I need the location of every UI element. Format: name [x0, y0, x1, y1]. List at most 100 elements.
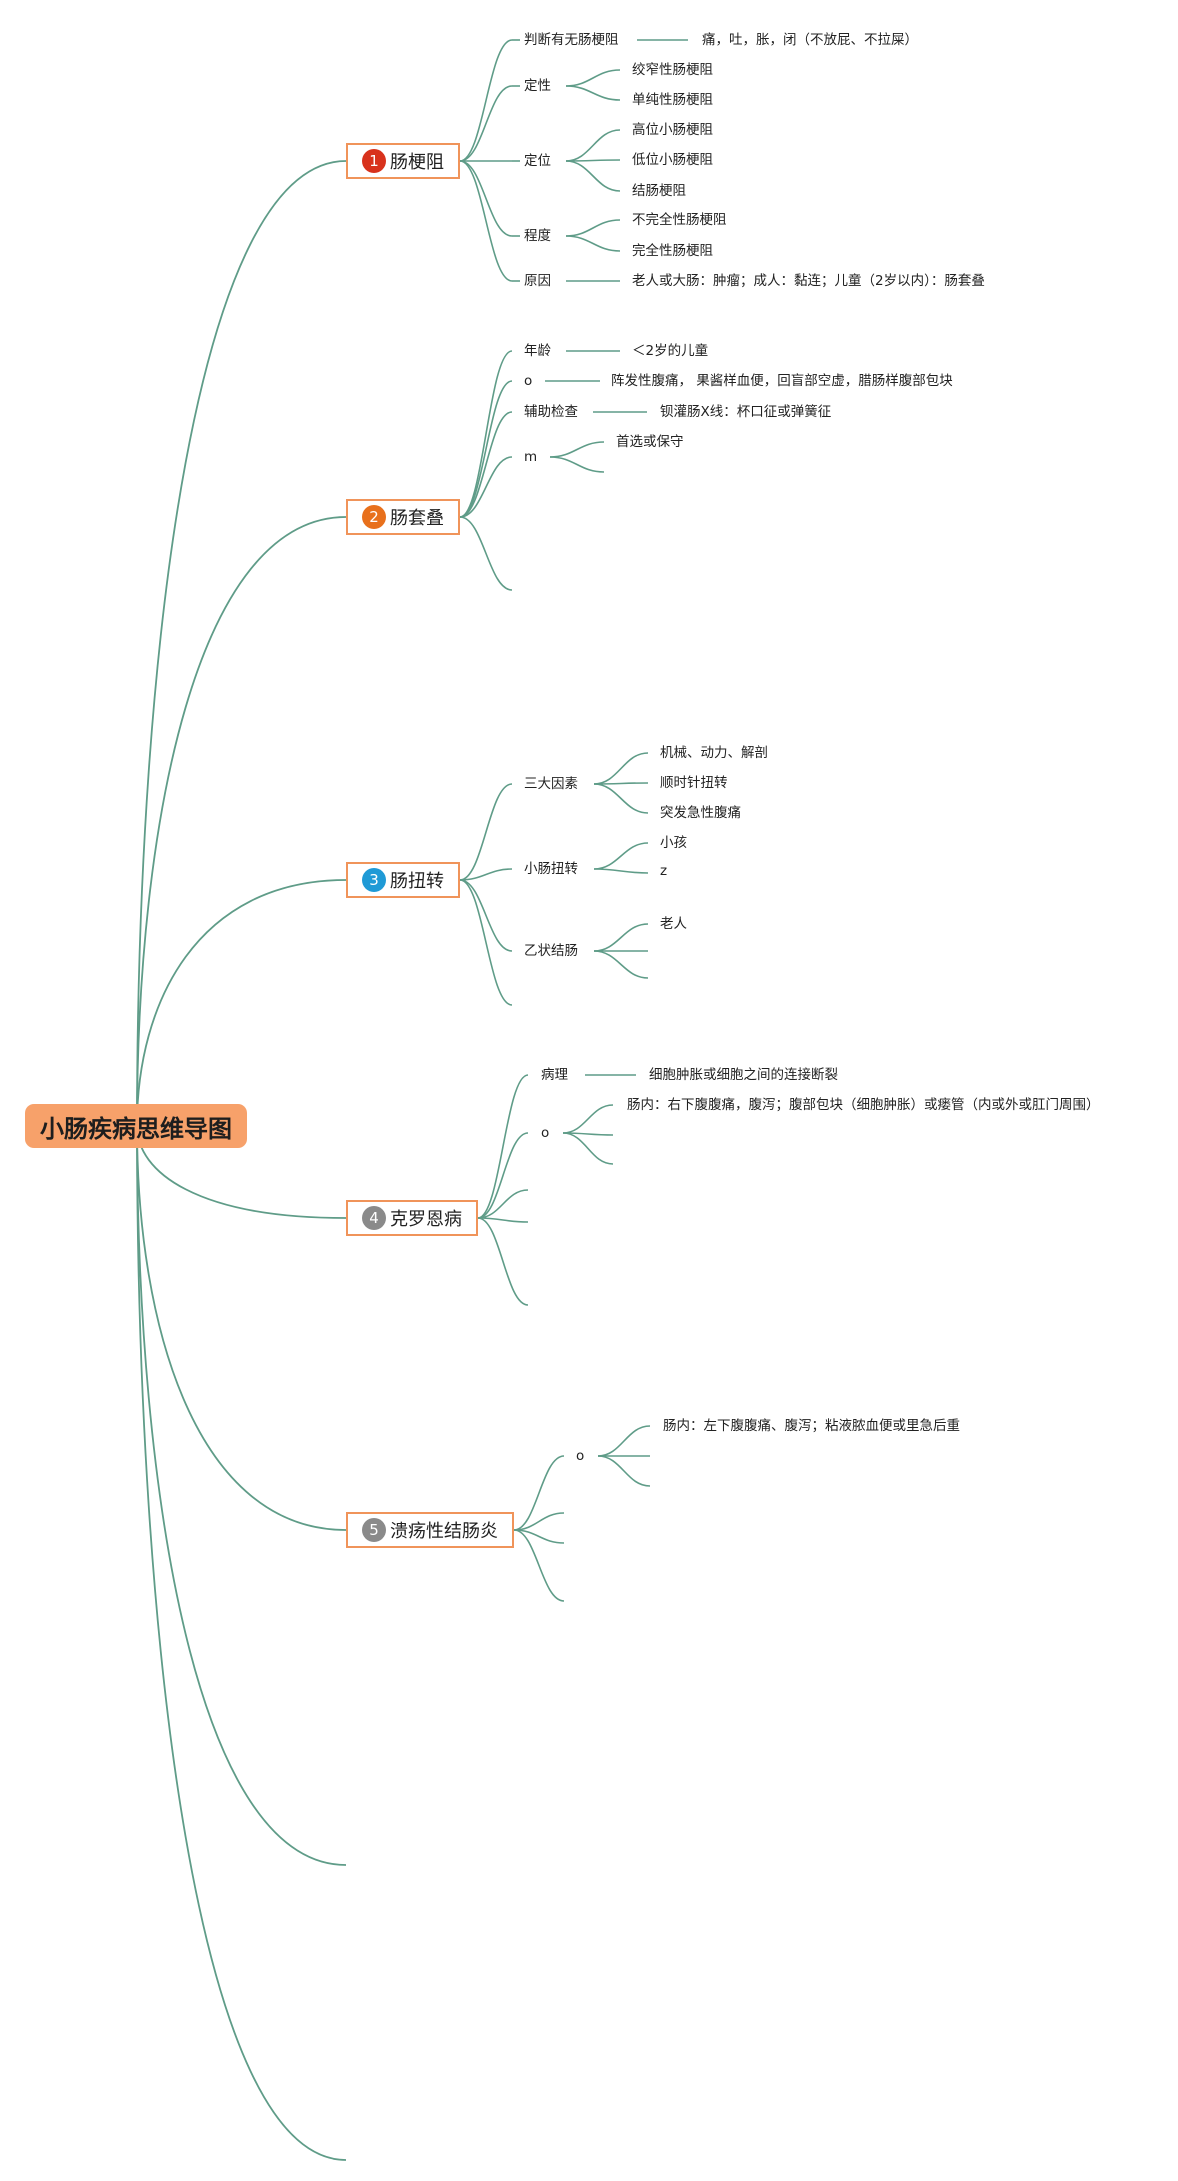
topic-title: 克罗恩病	[390, 1209, 462, 1230]
root-topic[interactable]: 小肠疾病思维导图	[25, 1104, 247, 1148]
leaf-label[interactable]: 小孩	[660, 835, 687, 851]
number-badge-icon: 1	[362, 149, 386, 173]
subtopic-label[interactable]: 原因	[524, 273, 551, 289]
branch-line	[477, 1217, 529, 1306]
leaf-label[interactable]: 低位小肠梗阻	[632, 152, 713, 168]
subtopic-label[interactable]: 定位	[524, 153, 551, 169]
branch-line	[459, 39, 513, 162]
branch-line	[459, 411, 513, 518]
leaf-label[interactable]: ＜2岁的儿童	[632, 343, 709, 359]
connector-line	[593, 782, 649, 785]
leaf-label[interactable]: 老人	[660, 916, 687, 932]
leaf-label[interactable]: 首选或保守	[616, 434, 684, 450]
subtopic-label[interactable]: 程度	[524, 228, 551, 244]
connector-line	[593, 868, 649, 874]
topic-1[interactable]: 1 肠梗阻	[346, 143, 460, 179]
connector-line	[593, 950, 649, 979]
subtopic-label[interactable]: o	[541, 1125, 550, 1141]
subtopic-label[interactable]: 三大因素	[524, 776, 578, 792]
leaf-label[interactable]: 单纯性肠梗阻	[632, 92, 713, 108]
connector-line	[593, 752, 649, 785]
leaf-label[interactable]: 高位小肠梗阻	[632, 122, 713, 138]
connector-line	[562, 1132, 614, 1165]
connector-line	[565, 219, 621, 237]
branch-line	[477, 1132, 529, 1219]
branch-line	[459, 783, 513, 881]
leaf-label[interactable]: 钡灌肠X线：杯口征或弹簧征	[660, 404, 832, 420]
leaf-label[interactable]: 不完全性肠梗阻	[632, 212, 727, 228]
root-branch-line	[136, 1125, 347, 1866]
branch-line	[459, 85, 513, 162]
number-badge-icon: 2	[362, 505, 386, 529]
branch-line	[459, 160, 513, 237]
topic-title: 肠套叠	[390, 508, 444, 529]
subtopic-label[interactable]: o	[576, 1448, 585, 1464]
branch-line	[459, 350, 513, 518]
subtopic-label[interactable]: m	[524, 449, 538, 465]
connector-line	[549, 441, 605, 458]
branch-line	[459, 456, 513, 518]
connector-line	[565, 159, 621, 162]
branch-line	[513, 1455, 565, 1531]
root-branch-line	[136, 1125, 347, 1531]
leaf-label[interactable]: z	[660, 863, 668, 879]
topic-title: 肠梗阻	[390, 152, 444, 173]
branch-line	[459, 879, 513, 952]
leaf-label[interactable]: 突发急性腹痛	[660, 805, 741, 821]
number-badge-icon: 4	[362, 1206, 386, 1230]
leaf-label[interactable]: 机械、动力、解剖	[660, 745, 768, 761]
connector-line	[565, 129, 621, 162]
leaf-label[interactable]: 顺时针扭转	[660, 775, 728, 791]
connector-line	[562, 1104, 614, 1134]
root-branch-line	[136, 879, 347, 1127]
topic-title: 溃疡性结肠炎	[390, 1521, 498, 1542]
number-badge-icon: 5	[362, 1518, 386, 1542]
branch-line	[459, 868, 513, 881]
branch-line	[477, 1217, 529, 1223]
connector-line	[565, 85, 621, 101]
connector-line	[597, 1425, 651, 1457]
subtopic-label[interactable]: 年龄	[524, 343, 551, 359]
subtopic-label[interactable]: o	[524, 373, 533, 389]
topic-title: 肠扭转	[390, 871, 444, 892]
leaf-label[interactable]: 结肠梗阻	[632, 183, 686, 199]
leaf-label[interactable]: 肠内：右下腹腹痛，腹泻；腹部包块（细胞肿胀）或瘘管（内或外或肛门周围）	[627, 1097, 1100, 1113]
connector-line	[597, 1455, 651, 1487]
leaf-label[interactable]: 老人或大肠：肿瘤；成人：黏连；儿童（2岁以内）：肠套叠	[632, 273, 985, 289]
number-badge-icon: 3	[362, 868, 386, 892]
leaf-label[interactable]: 痛，吐，胀，闭（不放屁、不拉屎）	[702, 32, 918, 48]
connector-line	[593, 783, 649, 814]
subtopic-label[interactable]: 辅助检查	[524, 404, 578, 420]
connector-line	[593, 923, 649, 952]
branch-line	[459, 516, 513, 591]
connector-line	[549, 456, 605, 473]
leaf-label[interactable]: 绞窄性肠梗阻	[632, 62, 713, 78]
branch-line	[459, 160, 513, 282]
subtopic-label[interactable]: 病理	[541, 1067, 568, 1083]
leaf-label[interactable]: 肠内：左下腹腹痛、腹泻；粘液脓血便或里急后重	[663, 1418, 960, 1434]
root-title: 小肠疾病思维导图	[40, 1114, 232, 1143]
subtopic-label[interactable]: 乙状结肠	[524, 943, 578, 959]
connector-line	[593, 842, 649, 870]
subtopic-label[interactable]: 小肠扭转	[524, 861, 578, 877]
branch-line	[459, 380, 513, 518]
subtopic-label[interactable]: 判断有无肠梗阻	[524, 32, 619, 48]
branch-line	[513, 1529, 565, 1544]
subtopic-label[interactable]: 定性	[524, 78, 551, 94]
connector-line	[565, 69, 621, 87]
branch-line	[459, 879, 513, 1006]
connector-line	[565, 160, 621, 192]
branch-line	[513, 1529, 565, 1602]
root-branch-line	[136, 516, 347, 1127]
leaf-label[interactable]: 阵发性腹痛， 果酱样血便，回盲部空虚，腊肠样腹部包块	[611, 373, 953, 389]
root-branch-line	[136, 160, 347, 1127]
leaf-label[interactable]: 完全性肠梗阻	[632, 243, 713, 259]
leaf-label[interactable]: 细胞肿胀或细胞之间的连接断裂	[649, 1067, 838, 1083]
branch-line	[477, 1189, 529, 1219]
topic-4[interactable]: 4 克罗恩病	[346, 1200, 478, 1236]
topic-5[interactable]: 5 溃疡性结肠炎	[346, 1512, 514, 1548]
topic-3[interactable]: 3 肠扭转	[346, 862, 460, 898]
topic-2[interactable]: 2 肠套叠	[346, 499, 460, 535]
